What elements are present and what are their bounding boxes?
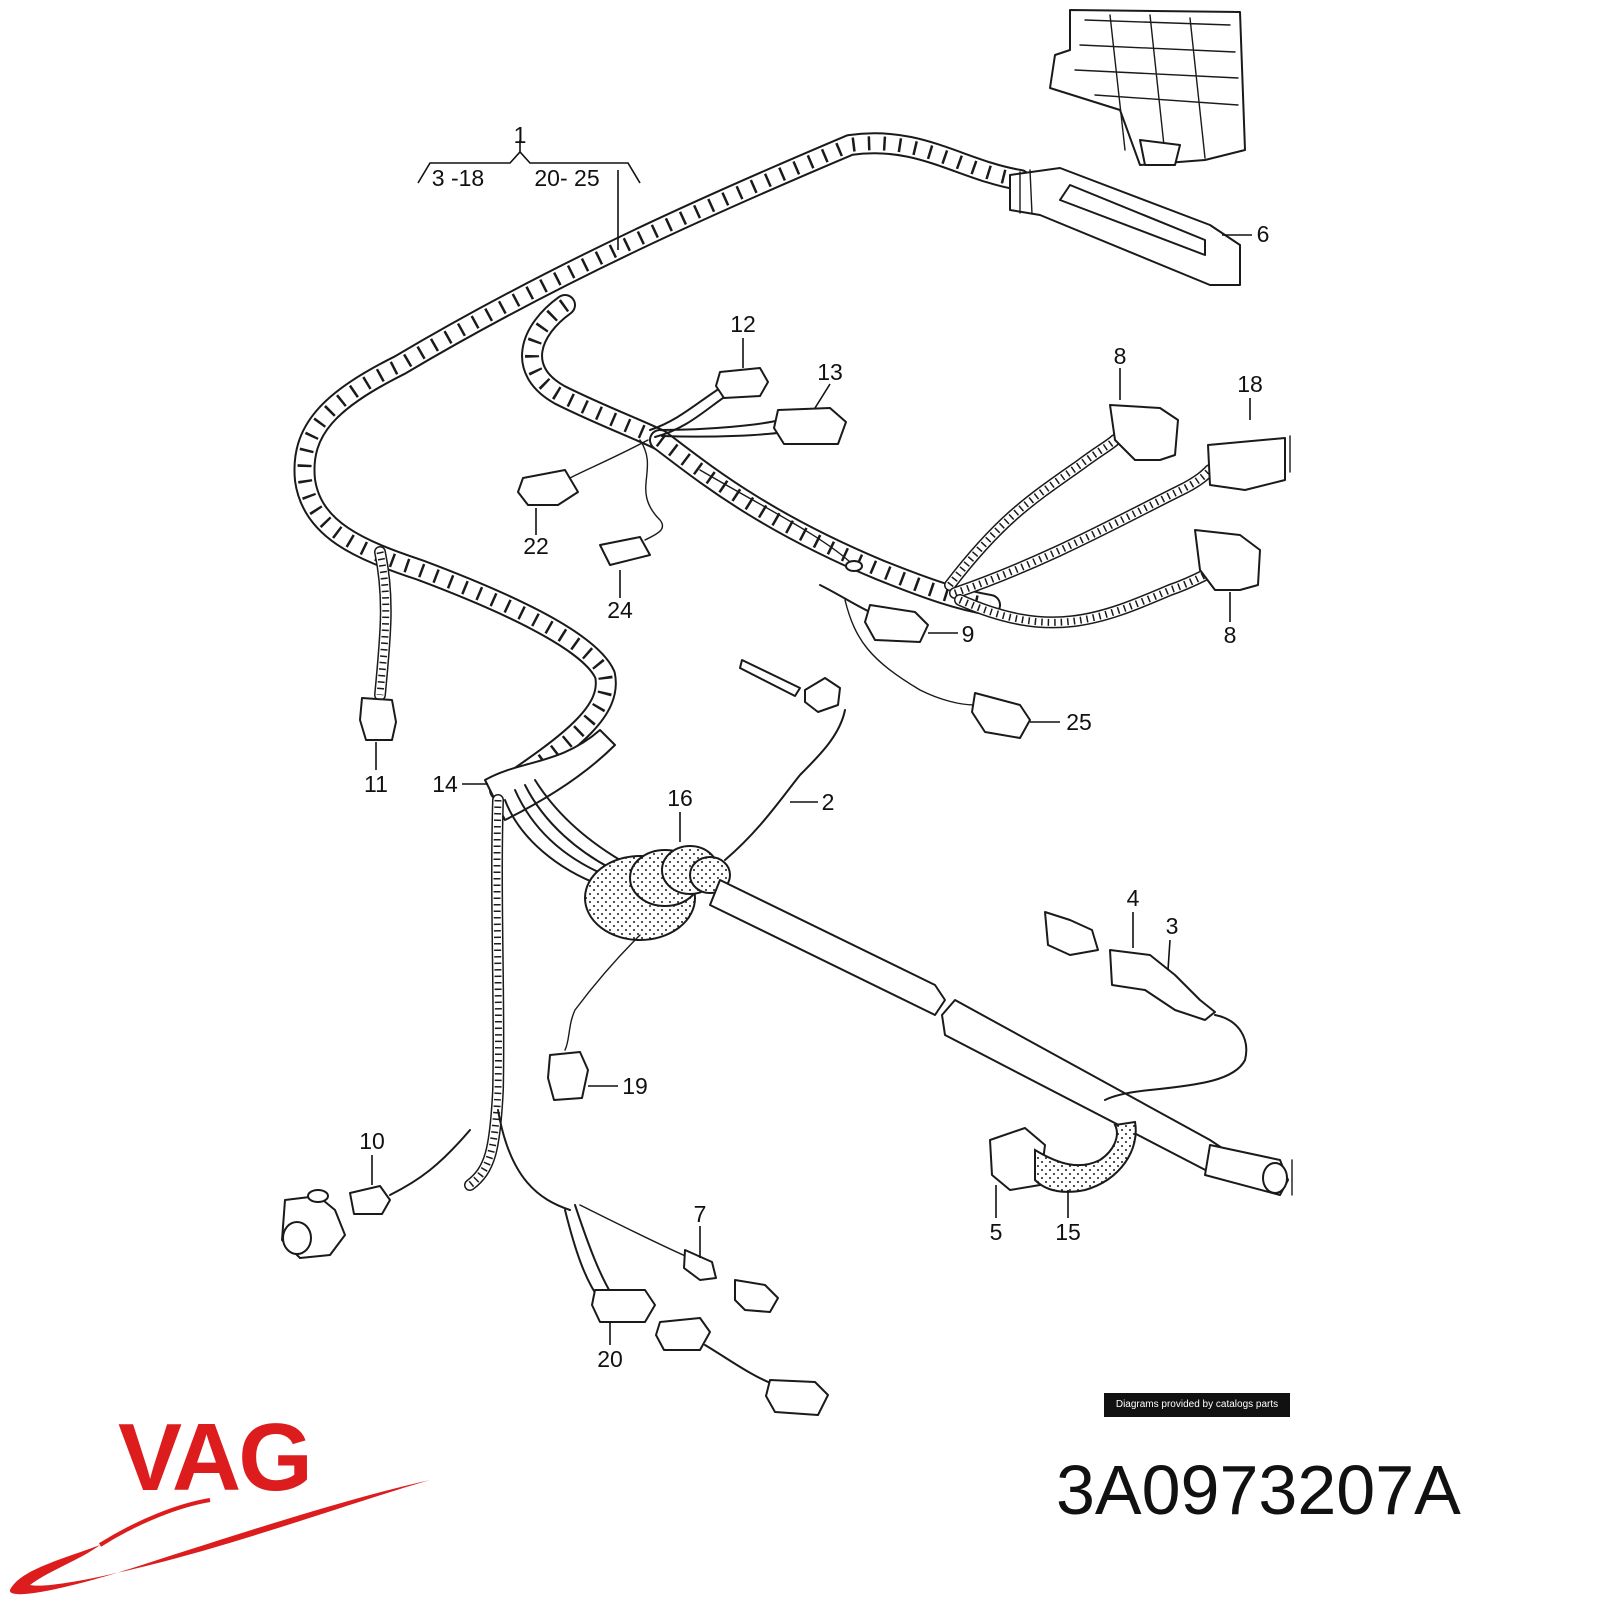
- callout-3: 3: [1166, 913, 1179, 939]
- lower-harness-branch: [389, 794, 571, 1211]
- ring-terminal-wire: [699, 469, 863, 572]
- connector-13: [659, 407, 847, 445]
- connector-9: [819, 584, 929, 643]
- callout-9: 9: [962, 621, 975, 647]
- callout-15: 15: [1055, 1219, 1081, 1245]
- callout-11: 11: [364, 771, 388, 797]
- control-unit: [1049, 9, 1246, 166]
- callout-20: 20: [597, 1346, 623, 1372]
- connector-19: [547, 934, 641, 1101]
- callout-22: 22: [523, 533, 549, 559]
- vag-logo-swoosh: [9, 1480, 431, 1595]
- callout-8-lower: 8: [1224, 622, 1237, 648]
- connector-8-lower: [954, 529, 1261, 629]
- callout-16: 16: [667, 785, 693, 811]
- vag-logo: VAG: [118, 1404, 313, 1511]
- callout-19: 19: [622, 1073, 648, 1099]
- range-left-label: 3 -18: [432, 165, 484, 191]
- callout-25: 25: [1066, 709, 1092, 735]
- sensor-7: [579, 1204, 779, 1313]
- bundle-14: [484, 729, 621, 886]
- callout-13: 13: [817, 359, 843, 385]
- connector-10: [281, 1185, 391, 1259]
- connector-11: [359, 546, 397, 741]
- connector-5-15: [989, 1120, 1137, 1193]
- callout-5: 5: [990, 1219, 1003, 1245]
- connector-20: [564, 1204, 829, 1416]
- connector-18: [949, 435, 1291, 599]
- connector-22: [517, 439, 649, 506]
- callout-14: 14: [432, 771, 458, 797]
- connector-12: [649, 367, 769, 438]
- callout-24: 24: [607, 597, 633, 623]
- callout-12: 12: [730, 311, 756, 337]
- connector-25: [844, 599, 1031, 739]
- callout-7: 7: [694, 1201, 707, 1227]
- diagram-credit: Diagrams provided by catalogs parts: [1104, 1393, 1290, 1417]
- connector-3-4: [1044, 911, 1248, 1101]
- main-cable: [709, 879, 1293, 1196]
- callout-8-upper: 8: [1114, 343, 1127, 369]
- group-label: 1: [514, 122, 527, 148]
- sensor-2: [724, 659, 846, 861]
- connector-8-upper: [944, 404, 1179, 591]
- callout-18: 18: [1237, 371, 1263, 397]
- grommet-16: [584, 845, 731, 941]
- connector-6: [1009, 167, 1241, 286]
- connector-24: [599, 439, 664, 566]
- callout-4: 4: [1127, 885, 1140, 911]
- callout-6: 6: [1257, 221, 1270, 247]
- callout-10: 10: [359, 1128, 385, 1154]
- range-right-label: 20- 25: [534, 165, 599, 191]
- main-harness-loom: [293, 132, 1031, 801]
- group-bracket: [417, 140, 641, 250]
- part-number: 3A0973207A: [1056, 1451, 1461, 1529]
- callout-leaders: [371, 234, 1252, 1345]
- callout-2: 2: [822, 789, 835, 815]
